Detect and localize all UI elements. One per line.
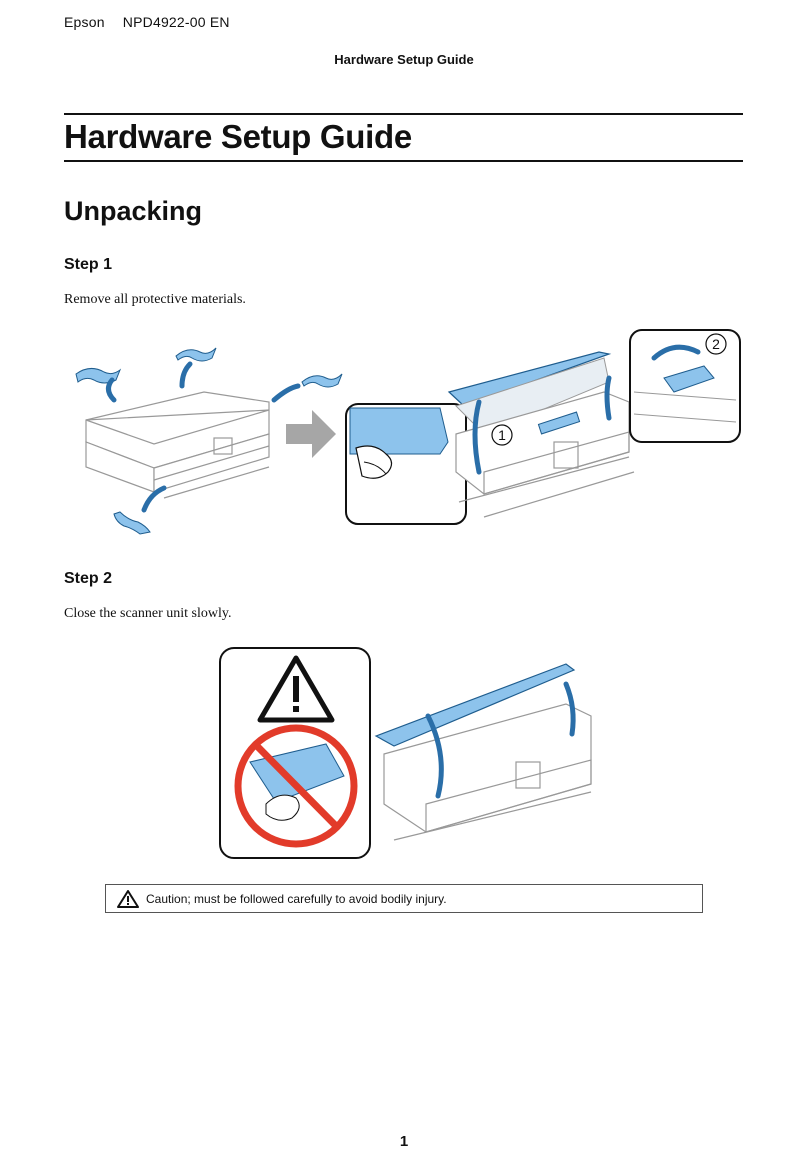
callout-2-number: 2 bbox=[712, 336, 720, 352]
printer-closed-drawing bbox=[85, 391, 270, 499]
section-title: Unpacking bbox=[64, 196, 203, 226]
step-2-text: Close the scanner unit slowly. bbox=[64, 606, 232, 621]
caution-note: Caution; must be followed carefully to a… bbox=[105, 884, 703, 913]
header-brand: Epson bbox=[64, 14, 105, 30]
page-header: Epson NPD4922-00 EN bbox=[64, 14, 244, 30]
close-arrow-icon bbox=[425, 713, 444, 799]
arrow-up-icon bbox=[179, 361, 193, 389]
step-2-illustration bbox=[219, 647, 592, 859]
callout-1-circle bbox=[491, 424, 513, 446]
printer-open-drawing: 1 bbox=[447, 351, 635, 518]
callout-2-circle bbox=[705, 333, 727, 355]
tape-strip-4 bbox=[113, 511, 151, 535]
printer-closing-drawing bbox=[374, 663, 592, 841]
tape-strip-3 bbox=[301, 373, 343, 388]
callout-1-number: 1 bbox=[498, 427, 506, 443]
curved-arrow-icon bbox=[651, 344, 701, 361]
page-number: 1 bbox=[399, 1133, 409, 1150]
zoom-inset-tape-removal: 2 bbox=[629, 329, 741, 443]
warning-inset bbox=[219, 647, 371, 859]
zoom-inset-hand-lifting bbox=[345, 403, 467, 525]
lift-arrow-icon bbox=[472, 399, 482, 475]
transport-tape bbox=[537, 411, 581, 435]
running-title: Hardware Setup Guide bbox=[334, 52, 474, 67]
arrow-up-icon bbox=[106, 377, 117, 403]
tape-strip-1 bbox=[75, 368, 122, 384]
title-rule-top bbox=[64, 113, 743, 115]
page-title: Hardware Setup Guide bbox=[64, 118, 412, 155]
step-1-illustration: 1 2 bbox=[75, 329, 741, 535]
step-1-text: Remove all protective materials. bbox=[64, 292, 246, 307]
tape-strip-2 bbox=[175, 347, 217, 362]
title-rule-bottom bbox=[64, 160, 743, 162]
arrow-down-icon bbox=[141, 485, 167, 513]
close-arrow-icon bbox=[563, 681, 576, 737]
step-2-title: Step 2 bbox=[64, 570, 113, 587]
caution-text: Caution; must be followed carefully to a… bbox=[146, 891, 447, 906]
arrow-up-icon bbox=[271, 383, 301, 403]
lift-arrow-icon bbox=[604, 375, 612, 421]
warning-triangle-icon bbox=[117, 889, 139, 908]
step-1-title: Step 1 bbox=[64, 256, 113, 273]
header-doc-code: NPD4922-00 EN bbox=[122, 14, 230, 30]
next-step-arrow-icon bbox=[286, 410, 336, 458]
